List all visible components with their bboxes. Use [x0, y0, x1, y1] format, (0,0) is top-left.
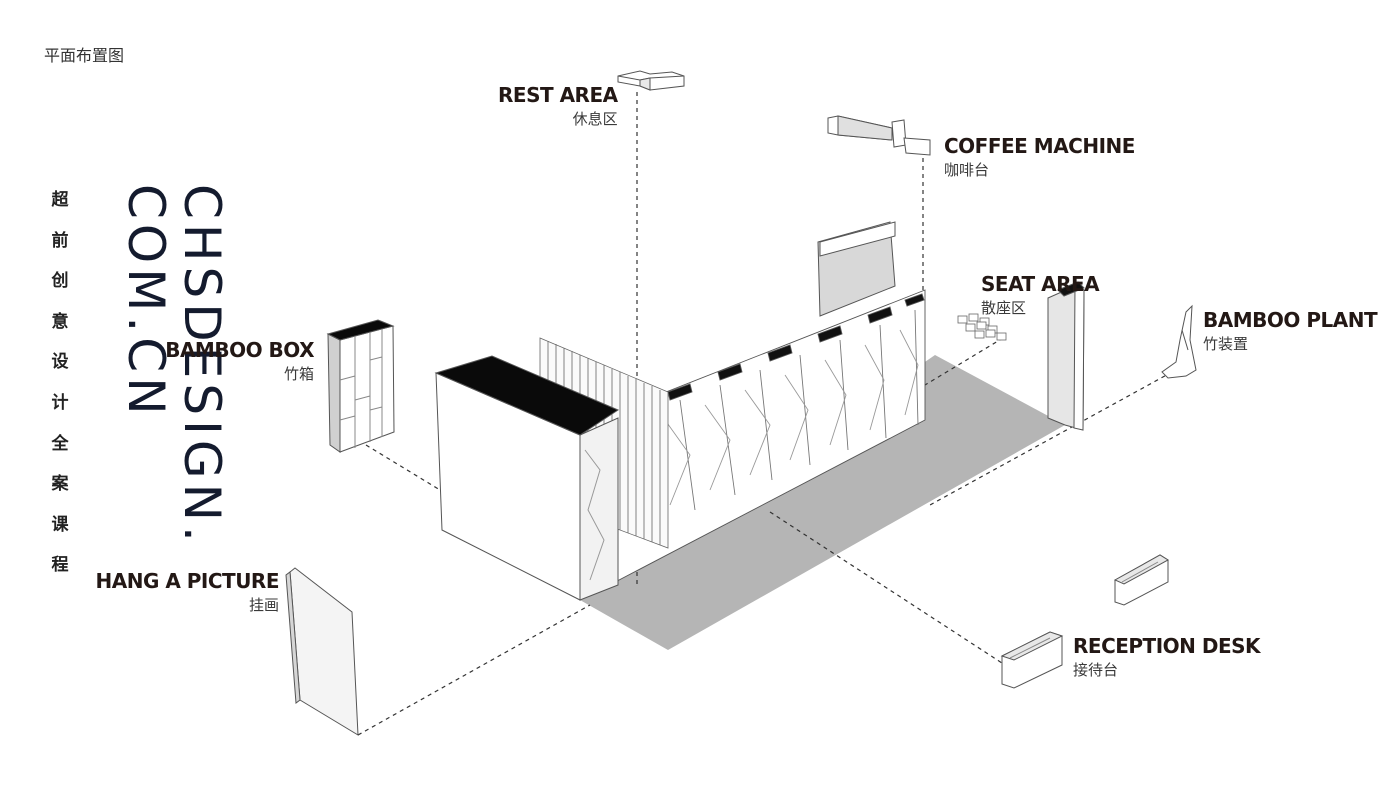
label-rest-area-cn: 休息区 [572, 110, 618, 128]
label-hang-picture-cn: 挂画 [248, 596, 279, 614]
right-column-panel [1047, 281, 1085, 431]
label-reception-desk: RECEPTION DESK 接待台 [1073, 634, 1261, 681]
label-hang-picture-en: HANG A PICTURE [95, 569, 280, 593]
label-seat-area-en: SEAT AREA [981, 272, 1100, 296]
page-title: 平面布置图 [44, 46, 125, 65]
rest-area-sofa [617, 70, 685, 91]
hang-picture-panel [285, 567, 359, 736]
leader-reception-desk [769, 511, 1006, 666]
floor-slab [580, 355, 1065, 650]
label-coffee-machine: COFFEE MACHINE 咖啡台 [944, 134, 1135, 181]
back-wall [817, 221, 896, 317]
label-seat-area-cn: 散座区 [981, 299, 1027, 317]
label-bamboo-plant-en: BAMBOO PLANT [1203, 308, 1378, 332]
brand-en-line-1: CHSDESIGN. [173, 184, 231, 547]
faceted-wall [594, 289, 926, 591]
bamboo-box [326, 319, 395, 453]
label-reception-desk-cn: 接待台 [1073, 661, 1119, 679]
brand-vertical-cn: 超前创意设计全案课程 [51, 190, 69, 576]
label-coffee-machine-cn: 咖啡台 [944, 161, 990, 179]
label-rest-area-en: REST AREA [498, 83, 618, 107]
label-hang-picture: HANG A PICTURE 挂画 [92, 569, 280, 616]
front-block [434, 355, 620, 601]
label-seat-area: SEAT AREA 散座区 [981, 272, 1100, 319]
leader-bamboo-plant [929, 371, 1173, 506]
coffee-machine-counter [827, 115, 931, 156]
leader-hang-picture [357, 604, 591, 736]
label-coffee-machine-en: COFFEE MACHINE [944, 134, 1135, 158]
brand-en-line-2: COM.CN [117, 184, 175, 420]
seat-area-blocks [957, 313, 1007, 341]
label-reception-desk-en: RECEPTION DESK [1073, 634, 1261, 658]
reception-desks [1000, 554, 1169, 689]
label-rest-area: REST AREA 休息区 [498, 83, 618, 130]
bamboo-plant [1161, 304, 1197, 379]
leader-seat-area [924, 337, 1004, 386]
label-bamboo-plant: BAMBOO PLANT 竹装置 [1203, 308, 1378, 355]
label-bamboo-box-en: BAMBOO BOX [165, 338, 314, 362]
leader-bamboo-box [365, 444, 441, 491]
label-bamboo-plant-cn: 竹装置 [1203, 335, 1249, 353]
brand-vertical-en: CHSDESIGN. COM.CN [117, 184, 231, 547]
label-bamboo-box: BAMBOO BOX 竹箱 [160, 338, 314, 385]
label-bamboo-box-cn: 竹箱 [283, 365, 314, 383]
